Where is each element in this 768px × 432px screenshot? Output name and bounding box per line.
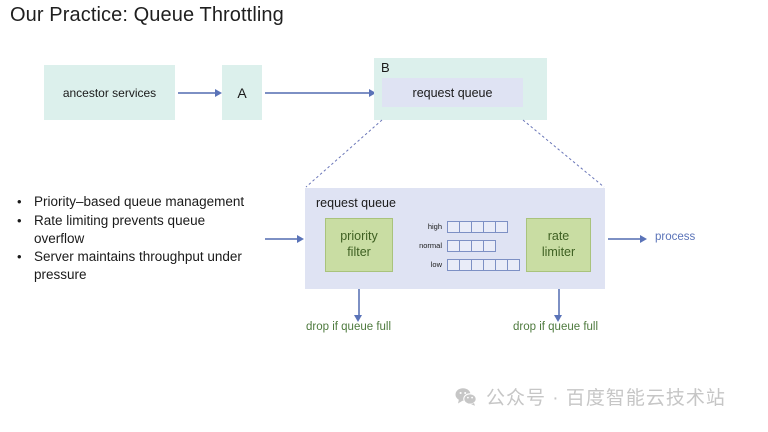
- arrow-into-priority-filter: [265, 238, 301, 240]
- drop-arrow-head-left: [354, 315, 362, 322]
- drop-arrow-right: [558, 289, 560, 316]
- queue-rows: high normal low: [405, 218, 520, 274]
- drop-arrow-left: [358, 289, 360, 316]
- drop-label-left: drop if queue full: [306, 321, 392, 333]
- bullet-list: Priority–based queue management Rate lim…: [14, 193, 259, 285]
- priority-filter-label-line2: filter: [347, 245, 371, 259]
- queue-cell: [483, 239, 496, 252]
- arrow-head-a-to-b: [369, 89, 376, 97]
- arrow-a-to-b: [265, 92, 373, 94]
- queue-cells-low: [447, 258, 520, 271]
- ancestor-services-box: ancestor services: [44, 65, 175, 120]
- queue-label-high: high: [427, 222, 442, 231]
- rate-limiter-label-line2: limiter: [541, 245, 576, 259]
- rate-limiter-label-line1: rate: [547, 229, 570, 244]
- priority-filter-box: priority filter: [325, 218, 393, 272]
- arrow-head-to-process: [640, 235, 647, 243]
- queue-row-normal: normal: [405, 239, 496, 252]
- arrow-to-process: [608, 238, 644, 240]
- arrow-ancestor-to-a: [178, 92, 220, 94]
- drop-arrow-head-right: [554, 315, 562, 322]
- watermark-text: 公众号 · 百度智能云技术站: [486, 388, 726, 409]
- wechat-icon: [455, 387, 477, 406]
- queue-cells-high: [447, 220, 508, 233]
- service-a-label: A: [237, 84, 247, 101]
- priority-filter-label-line1: priority: [340, 229, 378, 244]
- drop-label-right: drop if queue full: [513, 321, 599, 333]
- service-a-box: A: [222, 65, 262, 120]
- arrow-head-into-priority-filter: [297, 235, 304, 243]
- queue-cell: [495, 220, 508, 233]
- service-b-label: B: [381, 60, 390, 75]
- ancestor-services-label: ancestor services: [62, 85, 157, 100]
- queue-label-normal: normal: [419, 241, 442, 250]
- queue-row-low: low: [405, 258, 520, 271]
- list-item: Rate limiting prevents queue overflow: [14, 212, 259, 248]
- list-item: Server maintains throughput under pressu…: [14, 248, 259, 284]
- service-b-box: B request queue: [374, 58, 547, 120]
- rate-limiter-box: rate limiter: [526, 218, 591, 272]
- service-b-request-queue-box: request queue: [382, 78, 523, 107]
- queue-label-low: low: [430, 260, 442, 269]
- panel-title: request queue: [316, 196, 396, 210]
- arrow-head-ancestor-to-a: [215, 89, 222, 97]
- request-queue-detail-panel: request queue priority filter high norma…: [305, 188, 605, 289]
- queue-cell: [507, 258, 520, 271]
- queue-row-high: high: [405, 220, 508, 233]
- page-title: Our Practice: Queue Throttling: [10, 4, 284, 26]
- process-label: process: [655, 231, 696, 243]
- queue-cells-normal: [447, 239, 496, 252]
- watermark: 公众号 · 百度智能云技术站: [455, 383, 726, 410]
- list-item: Priority–based queue management: [14, 193, 259, 211]
